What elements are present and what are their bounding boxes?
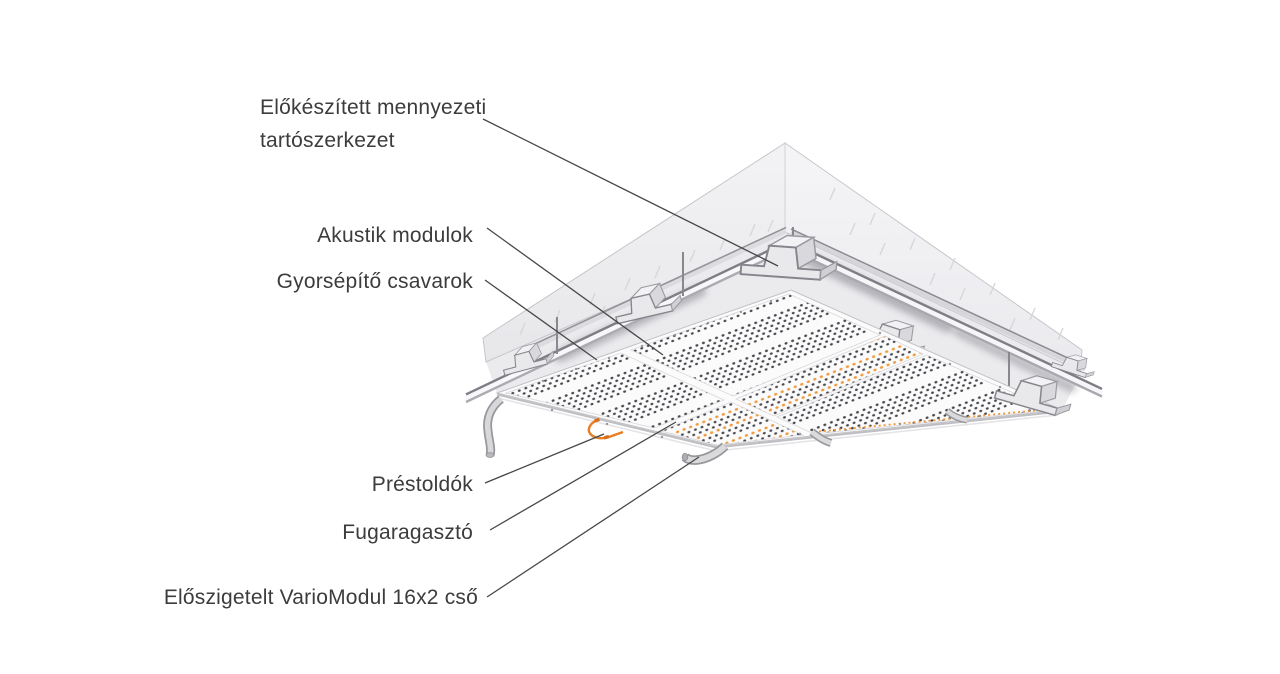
concrete-slab — [482, 142, 1083, 375]
pipe-stub-right — [944, 408, 968, 424]
leader-line-insulated-pipe — [486, 456, 700, 598]
panel-right-with-pipes — [734, 335, 924, 417]
leader-line-support-structure — [482, 118, 779, 267]
label-support-structure: Előkészített mennyezeti tartószerkezet — [260, 96, 487, 152]
label-insulated-pipe: Előszigetelt VarioModul 16x2 cső — [163, 586, 478, 609]
acoustic-panel-field — [495, 289, 1064, 452]
panel-front-with-pipes — [659, 401, 805, 446]
leader-line-quick-screws — [484, 279, 598, 361]
label-quick-screws: Gyorsépítő csavarok — [276, 270, 473, 293]
pipes — [483, 395, 968, 465]
screw-dots — [541, 299, 1002, 439]
panel-top-perforated — [629, 293, 882, 397]
pipe-front — [681, 442, 729, 465]
leader-line-press-couplings — [484, 433, 605, 484]
press-fitting-loop — [587, 417, 624, 440]
label-joint-adhesive: Fugaragasztó — [342, 521, 473, 544]
panel-back-left-perforated — [504, 352, 726, 429]
pipe-left — [483, 395, 504, 458]
slab-texture-right — [829, 187, 1064, 341]
pipe-stub-mid — [809, 428, 833, 447]
leader-line-joint-adhesive — [489, 421, 677, 531]
leader-line-acoustic-modules — [486, 227, 664, 356]
furring-channel-right — [787, 228, 1104, 398]
leader-lines — [482, 118, 779, 598]
label-press-couplings: Préstoldók — [371, 473, 473, 496]
label-acoustic-modules: Akustik modulok — [317, 224, 473, 247]
